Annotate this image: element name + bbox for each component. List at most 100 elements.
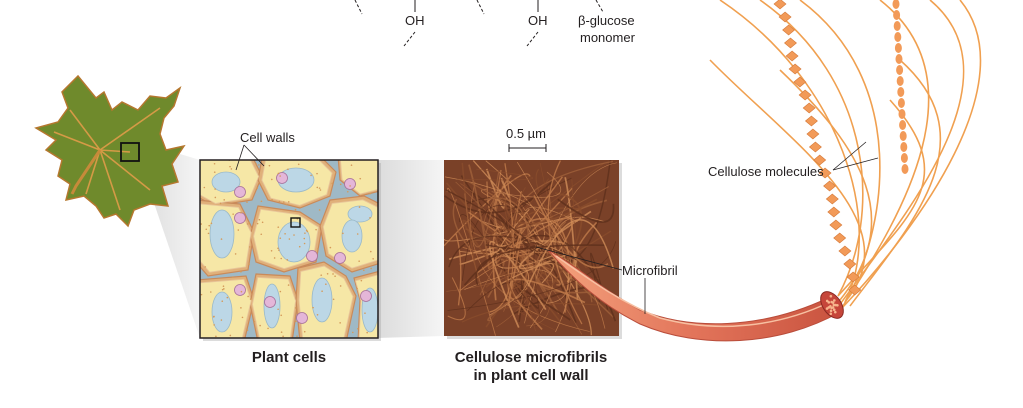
granule [240, 270, 242, 273]
granule [319, 189, 322, 191]
vacuole [347, 205, 373, 223]
microfibril-pointer [535, 246, 623, 271]
bond-line [354, 0, 363, 15]
granule [240, 211, 242, 214]
fibre [444, 180, 554, 214]
granule [220, 238, 223, 240]
glucose-bead [895, 54, 903, 64]
granule [325, 283, 327, 285]
granule [241, 316, 244, 319]
granule [363, 269, 365, 272]
granule [261, 221, 264, 224]
fibre [468, 164, 490, 270]
granule [212, 316, 215, 318]
granule [232, 213, 234, 215]
granule [214, 188, 216, 190]
zoom-cone-cells [378, 160, 444, 338]
glucose-fragment: OH OH β-glucose monomer [354, 0, 636, 47]
granule [221, 288, 224, 291]
granule [370, 267, 372, 270]
granule [318, 209, 321, 211]
fibre [457, 168, 533, 181]
glucose-bead [897, 98, 905, 108]
fibril-strand-end [831, 306, 835, 309]
granule [346, 190, 349, 193]
fibre [524, 162, 617, 324]
monomer-label-line2: monomer [580, 30, 636, 45]
granule [288, 238, 291, 240]
vacuole [211, 171, 241, 193]
granule [287, 168, 289, 171]
granule [317, 247, 319, 250]
granule [294, 208, 297, 211]
granule [294, 307, 297, 309]
fibril-strand-end [832, 308, 836, 311]
granule [260, 233, 263, 236]
cellulose-strand [847, 0, 930, 299]
nucleus [296, 312, 308, 324]
glucose-bead [785, 50, 799, 62]
granule [229, 334, 232, 337]
granule [279, 175, 281, 177]
granule [248, 263, 250, 266]
fibre [512, 230, 612, 290]
nucleus [306, 250, 318, 262]
glucose-bead [804, 115, 818, 127]
fibre [527, 219, 615, 287]
granule [358, 260, 360, 262]
granule [282, 201, 285, 203]
cellulose-strand [841, 0, 982, 309]
granule [282, 335, 284, 338]
nucleus [234, 284, 246, 296]
granule [234, 253, 237, 255]
granule [226, 296, 229, 299]
granule [280, 331, 283, 333]
granule [332, 298, 335, 301]
granule [258, 164, 260, 166]
granule [248, 221, 250, 224]
granule [356, 233, 359, 235]
granule [246, 201, 248, 203]
microfibrils-caption-line2: in plant cell wall [473, 367, 588, 384]
granule [315, 228, 317, 231]
granule [316, 172, 318, 175]
granule [237, 229, 240, 231]
fibre [459, 160, 545, 255]
granule [205, 228, 208, 231]
glucose-bead [899, 131, 907, 141]
fibre [455, 233, 462, 306]
glucose-bead [898, 109, 906, 119]
granule [356, 287, 358, 290]
granule [342, 232, 344, 235]
granule [339, 322, 341, 324]
granule [219, 202, 222, 205]
cellulose-strand [799, 0, 881, 309]
granule [320, 274, 323, 276]
hydroxyl-label-2: OH [528, 13, 548, 28]
fibre [547, 160, 583, 325]
granule [256, 222, 259, 225]
glucose-bead [892, 0, 900, 9]
glucose-bead [823, 180, 837, 192]
granule [200, 223, 203, 225]
fibril-strand-end [833, 310, 837, 314]
granule [295, 320, 297, 323]
fibre [526, 232, 551, 327]
glucose-bead [825, 193, 839, 205]
granule [303, 242, 306, 245]
granule [350, 164, 353, 166]
glucose-bead [813, 154, 827, 166]
granule [213, 324, 215, 326]
glucose-bead [843, 258, 857, 270]
plant-cells-caption: Plant cells [252, 349, 326, 366]
granule [203, 186, 206, 189]
granule [279, 237, 282, 239]
granule [267, 327, 269, 330]
granule [229, 165, 231, 168]
granule [248, 246, 251, 248]
glucose-bead [900, 153, 908, 163]
glucose-bead [894, 32, 902, 42]
granule [223, 288, 225, 290]
glucose-bead [897, 87, 905, 97]
glucose-bead [818, 167, 832, 179]
